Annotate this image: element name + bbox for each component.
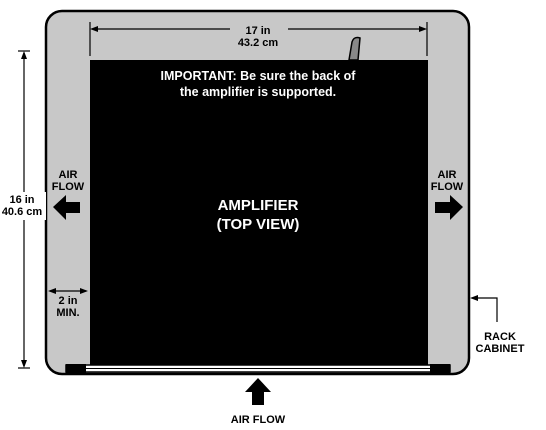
left-rack-ear [66,364,86,373]
right-airflow-label-line1: AIR [438,169,457,181]
left-airflow-label-line1: AIR [59,169,78,181]
right-airflow-arrow-icon [435,195,463,220]
important-note-line1: IMPORTANT: Be sure the back of [161,69,357,83]
right-rack-ear [430,364,450,373]
bottom-airflow-label: AIR FLOW [231,414,286,426]
width-imperial-label: 17 in [245,25,270,37]
left-airflow-arrow-icon [53,195,80,220]
clearance-dimension [48,288,88,294]
width-metric-label: 43.2 cm [238,37,279,49]
amplifier-body [90,60,428,365]
clearance-value-label: 2 in [59,295,78,307]
right-airflow-label-line2: FLOW [431,181,464,193]
important-note-line2: the amplifier is supported. [180,85,336,99]
bottom-airflow-arrow-icon [245,378,271,405]
power-cable [348,36,361,61]
rack-cabinet-leader [470,295,498,322]
amplifier-subtitle: (TOP VIEW) [217,216,300,233]
depth-metric-label: 40.6 cm [2,206,43,218]
rack-cabinet-label-line1: RACK [484,331,516,343]
clearance-note-label: MIN. [56,307,79,319]
left-airflow-label-line2: FLOW [52,181,85,193]
rack-cabinet-label-line2: CABINET [476,343,525,355]
depth-imperial-label: 16 in [9,194,34,206]
amplifier-title: AMPLIFIER [218,197,299,214]
